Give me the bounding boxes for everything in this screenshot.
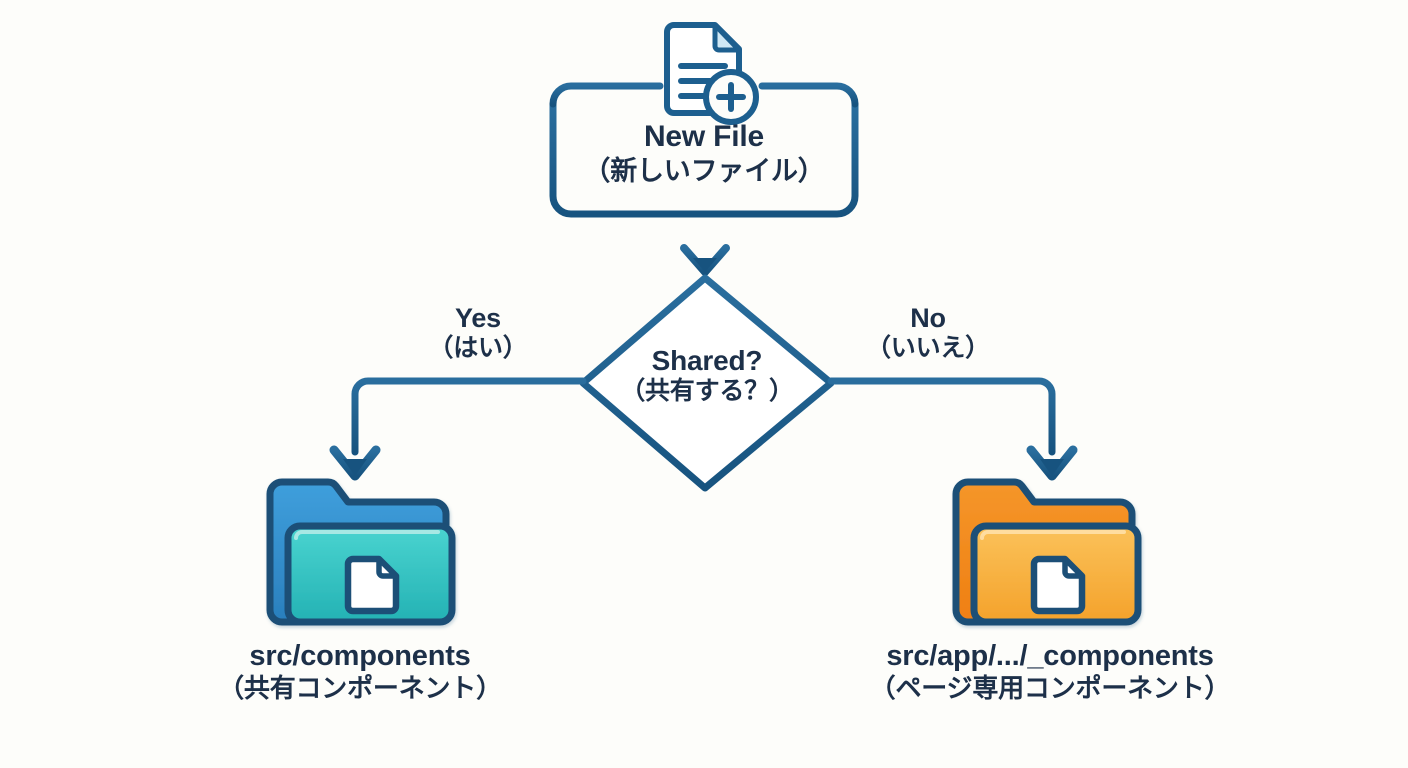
edge-no-branch <box>827 377 1078 481</box>
no-label-en: No <box>910 303 946 333</box>
shared-label-ja: （共有する？） <box>620 377 794 406</box>
shared-components-label: src/components （共有コンポーネント） <box>160 640 560 704</box>
edge-start-to-decision <box>680 214 730 276</box>
page-components-label: src/app/.../_components （ページ専用コンポーネント） <box>830 640 1270 704</box>
edge-yes-branch <box>329 377 587 481</box>
shared-label-en: Shared? <box>651 345 763 376</box>
shared-components-label-ja: （共有コンポーネント） <box>218 673 502 704</box>
new-file-label-ja: （新しいファイル） <box>583 155 825 186</box>
new-file-label-en: New File <box>643 120 765 153</box>
shared-decision-label: Shared? （共有する？） <box>583 345 831 405</box>
yes-label-en: Yes <box>455 303 501 333</box>
new-file-icon <box>664 22 759 125</box>
shared-components-folder-icon <box>266 478 456 626</box>
shared-components-label-en: src/components <box>249 640 471 672</box>
yes-label-ja: （はい） <box>428 334 528 363</box>
page-components-label-ja: （ページ専用コンポーネント） <box>869 673 1231 704</box>
edge-label-yes: Yes （はい） <box>398 303 558 362</box>
edge-label-no: No （いいえ） <box>848 303 1008 362</box>
shared-decision-shape[interactable] <box>579 274 835 492</box>
no-label-ja: （いいえ） <box>865 334 990 363</box>
new-file-node-label: New File （新しいファイル） <box>553 120 855 186</box>
page-components-folder-icon <box>952 478 1142 626</box>
page-components-label-en: src/app/.../_components <box>886 640 1214 672</box>
